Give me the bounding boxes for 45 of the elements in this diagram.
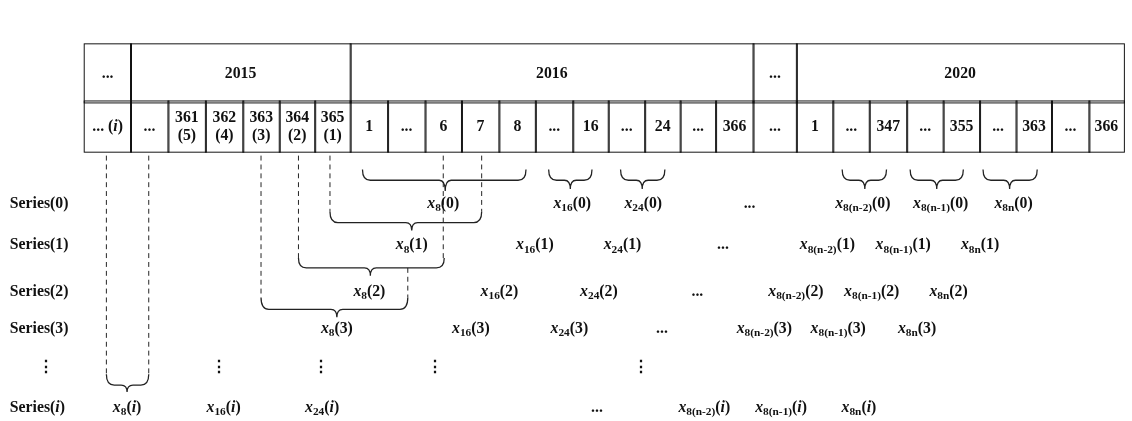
- ellipsis: ...: [656, 318, 668, 338]
- series-term: x$_{8(n-2)}$(i): [678, 396, 731, 417]
- series-label: Series(1): [9, 234, 69, 255]
- series-term: x$_{24}$(0): [624, 193, 662, 213]
- series-term: x$_{8}$(1): [395, 234, 428, 255]
- series-term: x$_{8(n-1)}$(0): [913, 193, 969, 213]
- vertical-ellipsis: ⋮: [210, 357, 227, 378]
- series-term: x$_{24}$(i): [305, 396, 340, 417]
- series-label: Series(0): [9, 193, 69, 213]
- series-term: x$_{8(n-2)}$(2): [768, 280, 824, 301]
- series-term: x$_{8n}$(i): [841, 396, 877, 417]
- vertical-ellipsis: ⋮: [633, 357, 650, 378]
- series-term: x$_{16}$(0): [553, 193, 592, 213]
- series-term: x$_{8}$(3): [320, 318, 353, 338]
- series-term: x$_{8n}$(2): [929, 280, 968, 301]
- series-term: x$_{8(n-1)}$(3): [810, 318, 866, 338]
- series-term: x$_{8n}$(3): [897, 318, 937, 338]
- series-term: x$_{8(n-2)}$(3): [736, 318, 792, 338]
- series-term: x$_{8}$(i): [112, 396, 142, 417]
- series-term: x$_{8}$(0): [427, 193, 460, 213]
- vertical-ellipsis: ⋮: [313, 357, 329, 378]
- vertical-ellipsis: ⋮: [38, 357, 55, 378]
- series-term: x$_{8(n-2)}$(0): [835, 193, 891, 213]
- series-term: x$_{8(n-1)}$(i): [755, 396, 807, 417]
- ellipsis: ...: [743, 193, 756, 213]
- series-term: x$_{8(n-1)}$(1): [875, 234, 931, 255]
- series-label: Series(i): [9, 396, 65, 417]
- series-label: Series(3): [9, 318, 69, 338]
- series-term: x$_{24}$(1): [603, 234, 642, 255]
- series-term: x$_{24}$(2): [580, 280, 618, 301]
- series-term: x$_{16}$(2): [480, 280, 519, 301]
- vertical-ellipsis: ⋮: [426, 357, 443, 378]
- series-term: x$_{16}$(1): [516, 234, 554, 255]
- series-label: Series(2): [9, 280, 69, 301]
- series-term: x$_{8n}$(0): [994, 193, 1033, 213]
- ellipsis: ...: [717, 234, 729, 255]
- series-term: x$_{8}$(2): [353, 280, 386, 301]
- series-term: x$_{16}$(3): [452, 318, 490, 338]
- series-term: x$_{8(n-1)}$(2): [844, 280, 900, 301]
- series-term: x$_{16}$(i): [206, 396, 241, 417]
- ellipsis: ...: [591, 396, 603, 417]
- series-term: x$_{8n}$(1): [960, 234, 1000, 255]
- series-term: x$_{8(n-2)}$(1): [799, 234, 856, 255]
- series-term: x$_{24}$(3): [550, 318, 589, 338]
- ellipsis: ...: [691, 280, 704, 301]
